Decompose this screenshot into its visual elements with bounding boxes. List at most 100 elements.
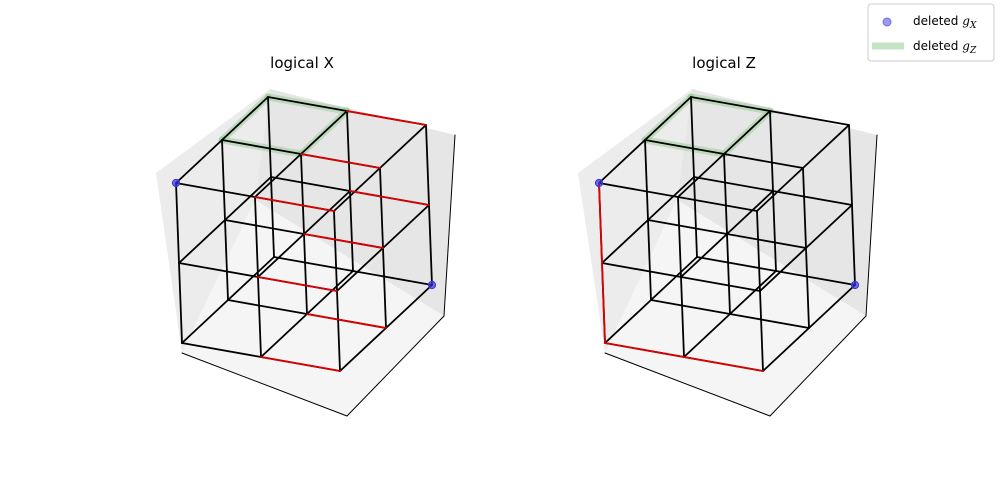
lattice-edge xyxy=(227,299,308,315)
deleted-gx-dot xyxy=(427,280,437,290)
lattice-edge xyxy=(726,190,774,235)
lattice-edge xyxy=(339,327,387,372)
logical-edge xyxy=(598,182,606,344)
lattice-edge xyxy=(178,262,259,278)
lattice-edge xyxy=(227,256,275,301)
lattice-edge xyxy=(303,233,308,315)
lattice-edge xyxy=(769,110,774,192)
lattice-edge xyxy=(221,139,302,155)
lattice-edge xyxy=(677,196,758,212)
legend-item-gx: deleted gX xyxy=(913,14,977,31)
lattice-edge xyxy=(336,247,384,292)
lattice-edge xyxy=(729,313,810,329)
lattice-edge xyxy=(723,153,804,169)
lattice-edge xyxy=(178,219,226,264)
lattice-edge xyxy=(775,270,856,286)
lattice-edge xyxy=(379,124,427,169)
lattice-edge xyxy=(601,262,682,278)
lattice-edge xyxy=(175,139,223,184)
logical-edge xyxy=(349,190,430,206)
lattice-edge xyxy=(756,167,804,212)
lattice-edge xyxy=(382,204,430,249)
lattice-edge xyxy=(726,233,731,315)
lattice-edge xyxy=(428,204,433,286)
legend-dot-icon xyxy=(882,17,892,27)
lattice-edge xyxy=(693,176,774,192)
lattice-edge xyxy=(349,190,354,272)
lattice-edge xyxy=(729,270,777,315)
lattice-edge xyxy=(273,256,354,272)
lattice-edge xyxy=(647,219,652,301)
logical-edge xyxy=(306,313,387,329)
lattice-edge xyxy=(260,313,308,358)
lattice-edge xyxy=(647,219,728,235)
lattice-edge xyxy=(333,167,381,212)
lattice-edge xyxy=(333,210,338,292)
axis-line-bottom xyxy=(604,352,771,417)
axis-line-bottom xyxy=(181,352,348,417)
lattice-edge xyxy=(336,290,341,372)
lattice-edge xyxy=(300,110,348,155)
logical-operator-edges xyxy=(598,182,764,372)
deleted-gx-dot xyxy=(850,280,860,290)
axis-line-vertical xyxy=(865,134,878,317)
lattice-edge xyxy=(346,110,351,192)
lattice-edge xyxy=(267,96,272,178)
logical-edge xyxy=(604,342,764,372)
logical-operator-edges xyxy=(254,110,430,372)
left-pane xyxy=(578,89,692,353)
lattice-edge xyxy=(683,313,731,358)
lattice-edge xyxy=(756,210,761,292)
lattice-edge xyxy=(759,290,764,372)
lattice-edge xyxy=(677,196,682,278)
lattice-edge xyxy=(693,176,698,258)
lattice-edge xyxy=(851,204,856,286)
lattice-edge xyxy=(680,233,728,278)
lattice-edge xyxy=(425,124,430,206)
panel-logical-x: logical X xyxy=(156,54,456,417)
lattice-edge xyxy=(352,270,433,286)
lattice-edge xyxy=(762,327,810,372)
lattice-edge xyxy=(181,299,229,344)
lattice-edge xyxy=(224,219,229,301)
lattice-edge xyxy=(769,110,850,126)
logical-edge xyxy=(300,153,381,169)
lattice-edges xyxy=(598,96,856,372)
lattice-edge xyxy=(680,276,685,358)
lattice-edge xyxy=(224,176,272,221)
lattice-edge xyxy=(601,219,649,264)
logical-edge xyxy=(257,276,338,292)
panel-title-logical-x: logical X xyxy=(270,54,334,72)
left-pane xyxy=(156,89,270,353)
lattice-edge xyxy=(254,196,259,278)
deleted-gx-dots xyxy=(171,178,437,290)
lattice-edge xyxy=(257,276,262,358)
lattice-edge xyxy=(270,176,351,192)
logical-edge xyxy=(303,233,384,249)
lattice-edge xyxy=(644,96,692,141)
lattice-edge xyxy=(306,270,354,315)
lattice-edge xyxy=(385,284,433,329)
lattice-edge xyxy=(696,256,777,272)
lattice-edge xyxy=(805,247,810,329)
lattice-edge xyxy=(647,176,695,221)
lattice-edge xyxy=(677,153,725,198)
lattice-edge xyxy=(604,299,652,344)
lattice-edge xyxy=(379,167,384,249)
lattice-edge xyxy=(723,153,728,235)
lattice-edge xyxy=(723,110,771,155)
lattice-edge xyxy=(690,96,695,178)
lattice-edge xyxy=(224,219,305,235)
lattice-edge xyxy=(598,139,646,184)
lattice-edge xyxy=(178,262,183,344)
lattice-edge xyxy=(772,190,853,206)
lattice-edge xyxy=(680,276,761,292)
panel-title-logical-z: logical Z xyxy=(692,54,756,72)
lattice-edge xyxy=(650,299,731,315)
lattice-edge xyxy=(759,247,807,292)
lattice-edge xyxy=(303,190,351,235)
lattice-edge xyxy=(848,124,853,206)
lattice-edge xyxy=(175,182,180,264)
deleted-gx-dots xyxy=(594,178,860,290)
